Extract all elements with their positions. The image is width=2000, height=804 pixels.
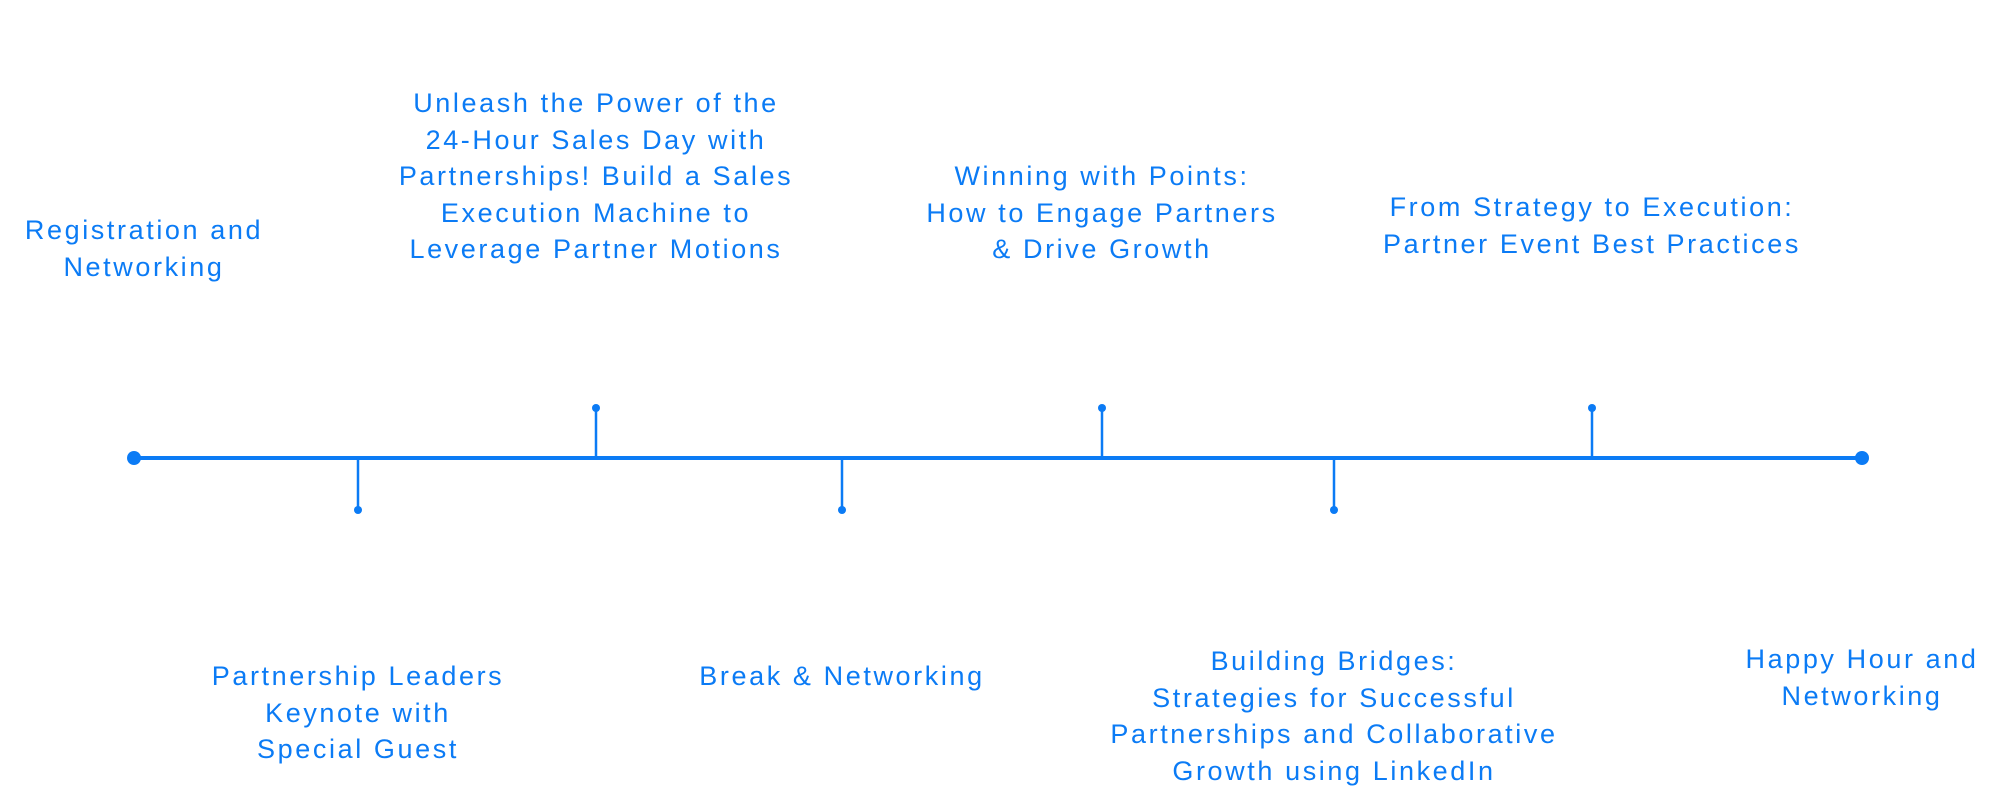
event-label-building-bridges: Building Bridges: Strategies for Success…: [1110, 643, 1557, 789]
event-line: Unleash the Power of the: [413, 88, 779, 118]
event-line: Partnerships and Collaborative: [1110, 719, 1558, 749]
event-label-keynote: Partnership Leaders Keynote with Special…: [212, 658, 505, 768]
event-line: From Strategy to Execution:: [1389, 192, 1795, 222]
event-label-winning-with-points: Winning with Points: How to Engage Partn…: [926, 158, 1277, 268]
event-line: Winning with Points:: [954, 161, 1250, 191]
tick-6: [1588, 404, 1596, 458]
event-label-happy-hour: Happy Hour and Networking: [1745, 641, 1978, 714]
tick-5: [1330, 458, 1338, 514]
event-label-registration: Registration and Networking: [25, 212, 263, 285]
event-line: Keynote with: [265, 697, 451, 728]
tick-1: [354, 458, 362, 514]
event-line: Leverage Partner Motions: [409, 234, 783, 264]
event-line: Partner Event Best Practices: [1383, 228, 1801, 259]
tick-3: [838, 458, 846, 514]
event-line: Networking: [1781, 680, 1943, 711]
event-line: Building Bridges:: [1210, 646, 1458, 676]
event-line: Partnerships! Build a Sales: [398, 161, 794, 191]
tick-4: [1098, 404, 1106, 458]
event-line: Growth using LinkedIn: [1172, 755, 1496, 786]
event-line: Registration and: [24, 215, 264, 245]
event-line: 24-Hour Sales Day with: [425, 124, 767, 155]
event-label-strategy-to-execution: From Strategy to Execution: Partner Even…: [1383, 189, 1801, 262]
event-label-24-hour-sales: Unleash the Power of the 24-Hour Sales D…: [399, 85, 793, 268]
event-line: Networking: [63, 251, 225, 282]
tick-2: [592, 404, 600, 458]
event-line: Happy Hour and: [1745, 644, 1979, 674]
event-line: How to Engage Partners: [926, 197, 1278, 228]
event-line: Execution Machine to: [440, 197, 752, 228]
event-line: Break & Networking: [699, 661, 985, 691]
event-line: & Drive Growth: [992, 234, 1212, 264]
event-line: Special Guest: [257, 734, 459, 764]
timeline-end-dot: [1855, 451, 1869, 465]
timeline-start-dot: [127, 451, 141, 465]
event-line: Partnership Leaders: [211, 661, 505, 691]
event-line: Strategies for Successful: [1152, 682, 1516, 713]
event-label-break: Break & Networking: [699, 658, 984, 695]
